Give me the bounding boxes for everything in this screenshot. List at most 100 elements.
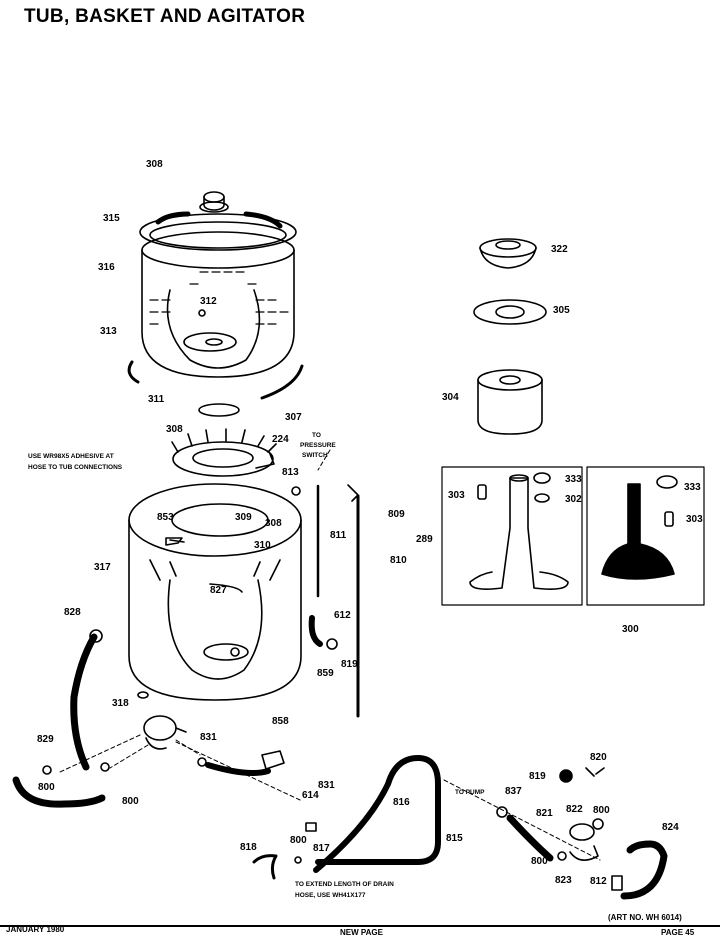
clamp-part	[585, 767, 605, 777]
callout-label: 810	[390, 555, 407, 566]
callout-label: 289	[416, 534, 433, 545]
nut-part	[559, 769, 573, 783]
clamp-part	[496, 806, 508, 818]
callout-label: 831	[318, 780, 335, 791]
hose-clamp-part	[165, 537, 183, 546]
callout-label: 800	[122, 796, 139, 807]
callout-label: 303	[686, 514, 703, 525]
callout-label: 811	[330, 530, 347, 541]
pressure-switch-note-line: SWITCH	[302, 452, 328, 459]
cap-part	[533, 472, 551, 484]
clip-part	[291, 486, 301, 496]
callout-label: 829	[37, 734, 54, 745]
callout-label: 318	[112, 698, 129, 709]
balance-ring-part	[139, 211, 297, 251]
callout-label: 315	[103, 213, 120, 224]
callout-label: 313	[100, 326, 117, 337]
pump-assembly-part	[143, 715, 187, 750]
callout-label: 819	[529, 771, 546, 782]
footer-page-number: PAGE 45	[661, 928, 695, 937]
callout-label: 304	[442, 392, 459, 403]
coupling-part	[305, 822, 317, 832]
callout-label: 316	[98, 262, 115, 273]
callout-label: 333	[565, 474, 582, 485]
wash-basket-part	[141, 231, 295, 378]
pressure-hose-part	[308, 484, 360, 718]
outlet-hose-part	[313, 755, 441, 873]
callout-label: 614	[302, 790, 319, 801]
callout-label: 800	[38, 782, 55, 793]
callout-label: 827	[210, 585, 227, 596]
callout-label: 800	[290, 835, 307, 846]
callout-label: 800	[593, 805, 610, 816]
adhesive-note-line: HOSE TO TUB CONNECTIONS	[28, 464, 123, 471]
callout-label: 824	[662, 822, 679, 833]
hose-clamp-part	[42, 765, 52, 775]
callout-label: 859	[317, 668, 334, 679]
clip-part	[477, 484, 487, 500]
cap-part	[656, 475, 678, 489]
snubber-strap-part	[127, 360, 304, 400]
callout-label: 312	[200, 296, 217, 307]
callout-label: 809	[388, 509, 405, 520]
extend-note-line: TO EXTEND LENGTH OF DRAIN	[295, 881, 394, 888]
basket-screw-part	[198, 309, 206, 317]
hub-nut-assembly-part	[171, 428, 277, 477]
callout-label: 305	[553, 305, 570, 316]
callout-label: 812	[590, 876, 607, 887]
callout-label: 831	[200, 732, 217, 743]
extend-note-line: HOSE, USE WH41X177	[295, 892, 366, 899]
pressure-switch-note-line: PRESSURE	[300, 442, 336, 449]
callout-label: 333	[684, 482, 701, 493]
agitator-289-part	[469, 474, 569, 590]
clamp-part	[294, 856, 302, 864]
callout-label: 821	[536, 808, 553, 819]
hose-end-part	[89, 629, 103, 643]
hose-guide-part	[252, 854, 278, 880]
clip-part	[137, 691, 149, 699]
hose-part	[506, 814, 554, 862]
callout-label: 819	[341, 659, 358, 670]
footer-rule	[0, 925, 720, 927]
callout-label: 311	[148, 394, 165, 405]
callout-label: 308	[146, 159, 163, 170]
callout-label: 308	[166, 424, 183, 435]
callout-label: 310	[254, 540, 271, 551]
callout-label: 303	[448, 490, 465, 501]
callout-label: 800	[531, 856, 548, 867]
drain-hose-part	[12, 633, 106, 808]
clamp-part	[557, 851, 567, 861]
agitator-cam-part	[477, 369, 543, 435]
callout-label: 300	[622, 624, 639, 635]
valve-part	[569, 818, 604, 861]
agitator-289-frame	[441, 466, 583, 606]
footer-date: JANUARY 1980	[6, 925, 65, 934]
callout-label: 612	[334, 610, 351, 621]
hose-plug-part	[326, 638, 338, 650]
hose-part	[620, 840, 668, 900]
callout-label: 816	[393, 797, 410, 808]
callout-label: 823	[555, 875, 572, 886]
page-title: TUB, BASKET AND AGITATOR	[24, 6, 306, 27]
footer-new-page: NEW PAGE	[340, 928, 383, 937]
agitator-cap-part	[199, 191, 229, 213]
callout-label: 317	[94, 562, 111, 573]
agitator-cap-part	[479, 238, 537, 269]
coupling-part	[611, 875, 623, 891]
hose-clamp-part	[100, 762, 110, 772]
outer-tub-part	[128, 483, 302, 701]
callout-label: 853	[157, 512, 174, 523]
clamp-part	[197, 757, 207, 767]
seal-part	[534, 493, 550, 503]
callout-label: 820	[590, 752, 607, 763]
clip-part	[664, 511, 674, 527]
callout-label: 309	[235, 512, 252, 523]
callout-label: 822	[566, 804, 583, 815]
callout-label: 302	[565, 494, 582, 505]
callout-label: 322	[551, 244, 568, 255]
callout-label: 828	[64, 607, 81, 618]
dogs-assembly-part	[473, 299, 547, 325]
callout-label: 837	[505, 786, 522, 797]
callout-label: 818	[240, 842, 257, 853]
